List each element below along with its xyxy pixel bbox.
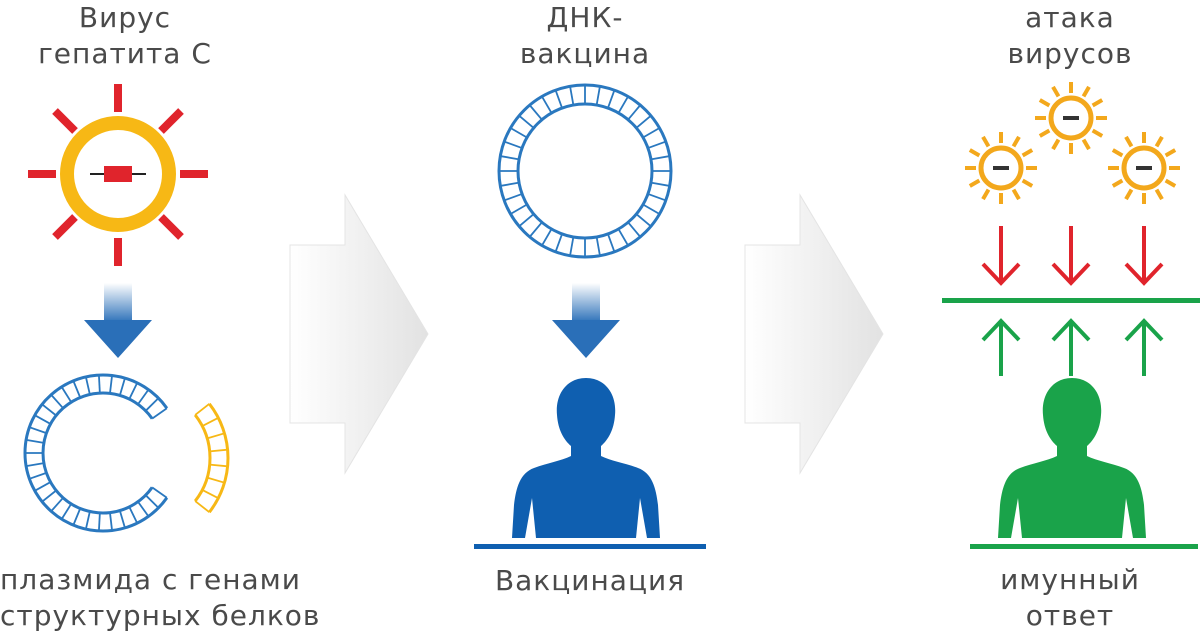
attacking-viruses bbox=[965, 82, 1180, 204]
virus-caption-line1: плазмида с генами bbox=[0, 563, 302, 596]
down-arrow-vaccine bbox=[552, 283, 620, 358]
vaccine-title-line1: ДНК- bbox=[546, 1, 624, 34]
virus-caption-line2: структурных белков bbox=[0, 599, 321, 632]
green-response-arrows bbox=[981, 318, 1164, 376]
green-arrow-2 bbox=[1051, 318, 1091, 376]
virus-title-line2: гепатита С bbox=[38, 37, 212, 70]
gene-insert-segment bbox=[193, 402, 230, 514]
immune-person-base-line bbox=[970, 544, 1198, 549]
vaccinated-person-base-line bbox=[474, 544, 706, 549]
immune-caption-line1: имунный bbox=[1000, 563, 1140, 596]
flow-arrow-2 bbox=[744, 193, 884, 475]
virus-caption: плазмида с генами структурных белков bbox=[0, 562, 321, 634]
small-virus-icon-3 bbox=[1108, 132, 1180, 204]
attack-title-line1: атака bbox=[1025, 1, 1115, 34]
vaccine-title: ДНК- вакцина bbox=[495, 0, 675, 72]
vaccination-caption-text: Вакцинация bbox=[494, 564, 686, 597]
hepatitis-virus-icon bbox=[28, 84, 208, 266]
down-arrow-virus bbox=[84, 283, 152, 358]
virus-spikes bbox=[28, 84, 208, 266]
immune-caption-line2: ответ bbox=[1025, 599, 1115, 632]
flow-arrow-1 bbox=[289, 193, 429, 475]
virus-title-line1: Вирус bbox=[78, 1, 172, 34]
small-virus-icon-1 bbox=[965, 132, 1037, 204]
red-arrow-1 bbox=[981, 226, 1021, 286]
red-attack-arrows bbox=[981, 226, 1164, 286]
open-plasmid-ring bbox=[23, 373, 169, 533]
immune-barrier-line bbox=[942, 298, 1200, 303]
green-arrow-3 bbox=[1124, 318, 1164, 376]
dna-vaccine-ring bbox=[497, 83, 673, 259]
immune-caption: имунный ответ bbox=[990, 562, 1150, 634]
red-arrow-2 bbox=[1051, 226, 1091, 286]
attack-title-line2: вирусов bbox=[1007, 37, 1133, 70]
green-arrow-1 bbox=[981, 318, 1021, 376]
virus-title: Вирус гепатита С bbox=[20, 0, 230, 72]
vaccination-caption: Вакцинация bbox=[470, 563, 710, 599]
immune-person-icon bbox=[970, 378, 1198, 549]
vaccinated-person-icon bbox=[474, 378, 706, 549]
vaccine-title-line2: вакцина bbox=[519, 37, 651, 70]
red-arrow-3 bbox=[1124, 226, 1164, 286]
attack-title: атака вирусов bbox=[980, 0, 1160, 72]
small-virus-icon-2 bbox=[1035, 82, 1107, 154]
